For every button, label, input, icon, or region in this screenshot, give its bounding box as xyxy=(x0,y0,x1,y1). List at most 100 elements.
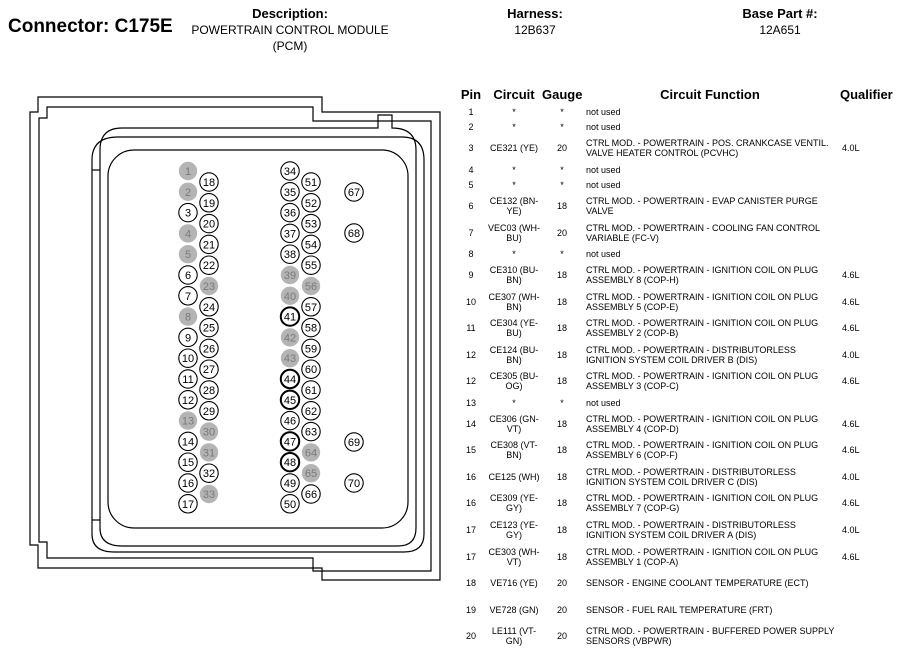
pin-cell: 14 xyxy=(465,418,476,429)
pin-number: 64 xyxy=(305,447,317,459)
pin-number: 58 xyxy=(305,323,317,335)
pin-number: 46 xyxy=(284,416,296,428)
base-part-value: 12A651 xyxy=(759,23,801,37)
pin-20: 20 xyxy=(199,213,219,234)
connector-face-diagram: 1234567891011121314151617181920212223242… xyxy=(29,96,441,581)
pin-41: 41 xyxy=(279,306,301,327)
pin-cell: 7 xyxy=(468,227,474,238)
pin-3: 3 xyxy=(178,202,198,223)
table-row: 1**not used xyxy=(456,104,912,120)
pin-number: 40 xyxy=(284,291,296,303)
circuit-cell: CE310 (BU-BN) xyxy=(489,265,539,286)
pin-circle xyxy=(178,431,198,452)
header-circuit-function: Circuit Function xyxy=(660,87,760,102)
pin-number: 20 xyxy=(203,219,215,231)
pin-circle xyxy=(344,432,364,452)
pin-29: 29 xyxy=(199,401,219,421)
gauge-cell: * xyxy=(560,180,564,191)
circuit-cell: VE716 (YE) xyxy=(490,578,538,589)
pin-number: 56 xyxy=(305,281,317,293)
pin-number: 22 xyxy=(203,260,215,272)
gauge-cell: 18 xyxy=(556,551,567,562)
pin-42: 42 xyxy=(280,328,300,347)
pin-circle xyxy=(199,255,219,275)
qualifier-cell: 4.6L xyxy=(842,551,860,562)
pin-number: 36 xyxy=(284,208,296,220)
gauge-cell: 20 xyxy=(556,227,567,238)
pin-cell: 13 xyxy=(465,397,476,408)
pin-circle xyxy=(178,161,198,181)
pin-circle xyxy=(178,202,198,223)
pin-circle xyxy=(301,464,321,483)
pin-number: 33 xyxy=(203,489,215,501)
pin-40: 40 xyxy=(280,286,300,305)
pin-22: 22 xyxy=(199,255,219,275)
qualifier-cell: 4.6L xyxy=(842,296,860,307)
pin-circle xyxy=(199,401,219,421)
circuit-cell: * xyxy=(512,248,516,259)
gauge-cell: 20 xyxy=(556,631,567,642)
gauge-cell: 18 xyxy=(556,270,567,281)
pin-68: 68 xyxy=(344,223,364,243)
pin-number: 63 xyxy=(305,427,317,439)
pin-number: 49 xyxy=(284,478,296,490)
pin-number: 2 xyxy=(185,187,191,199)
pin-circle xyxy=(301,484,321,504)
qualifier-cell: 4.6L xyxy=(842,445,860,456)
pin-circle xyxy=(178,224,198,243)
circuit-cell: * xyxy=(512,164,516,175)
pin-61: 61 xyxy=(301,380,321,400)
pin-10: 10 xyxy=(178,348,198,368)
pin-26: 26 xyxy=(199,338,219,359)
qualifier-cell: 4.6L xyxy=(842,376,860,387)
gauge-cell: * xyxy=(560,122,564,133)
pin-12: 12 xyxy=(178,390,198,410)
pin-circle xyxy=(280,161,300,181)
pin-36: 36 xyxy=(280,202,300,223)
pin-cell: 17 xyxy=(465,551,476,562)
pin-1: 1 xyxy=(178,161,198,181)
pin-number: 48 xyxy=(284,457,296,469)
gauge-cell: * xyxy=(560,248,564,259)
pin-number: 47 xyxy=(284,436,296,448)
circuit-cell: CE306 (GN-VT) xyxy=(489,413,539,434)
circuit-cell: CE307 (WH-BN) xyxy=(488,291,540,312)
pin-circle xyxy=(178,327,198,348)
pin-circle xyxy=(178,494,198,514)
gauge-cell: 18 xyxy=(556,471,567,482)
pin-number: 5 xyxy=(185,249,191,261)
pin-number: 68 xyxy=(348,228,360,240)
connector-title: Connector: C175E xyxy=(8,16,173,38)
pin-circle xyxy=(280,202,300,223)
pin-34: 34 xyxy=(280,161,300,181)
pin-60: 60 xyxy=(301,359,321,379)
pin-circle xyxy=(301,193,321,213)
circuit-cell: * xyxy=(512,122,516,133)
pin-circle xyxy=(344,473,364,493)
pin-number: 69 xyxy=(348,437,360,449)
pin-number: 4 xyxy=(185,228,191,240)
circuit-cell: CE132 (BN-YE) xyxy=(489,196,539,217)
pin-number: 12 xyxy=(182,395,194,407)
pin-number: 65 xyxy=(305,468,317,480)
pin-70: 70 xyxy=(344,473,364,493)
pin-27: 27 xyxy=(199,359,219,379)
pin-number: 7 xyxy=(185,291,191,303)
function-cell: CTRL MOD. - POWERTRAIN - DISTRIBUTORLESS… xyxy=(586,344,796,365)
pin-24: 24 xyxy=(199,297,219,317)
pin-6: 6 xyxy=(178,265,198,285)
gauge-cell: * xyxy=(560,164,564,175)
gauge-cell: 18 xyxy=(556,524,567,535)
pin-circle xyxy=(301,443,321,462)
pin-circle xyxy=(178,473,198,493)
gauge-cell: 18 xyxy=(556,349,567,360)
pin-55: 55 xyxy=(301,255,321,275)
qualifier-cell xyxy=(838,246,912,262)
pin-circle xyxy=(178,390,198,410)
pin-circle xyxy=(199,484,219,504)
qualifier-cell xyxy=(838,596,912,623)
pin-9: 9 xyxy=(178,327,198,348)
pin-circle xyxy=(301,359,321,379)
